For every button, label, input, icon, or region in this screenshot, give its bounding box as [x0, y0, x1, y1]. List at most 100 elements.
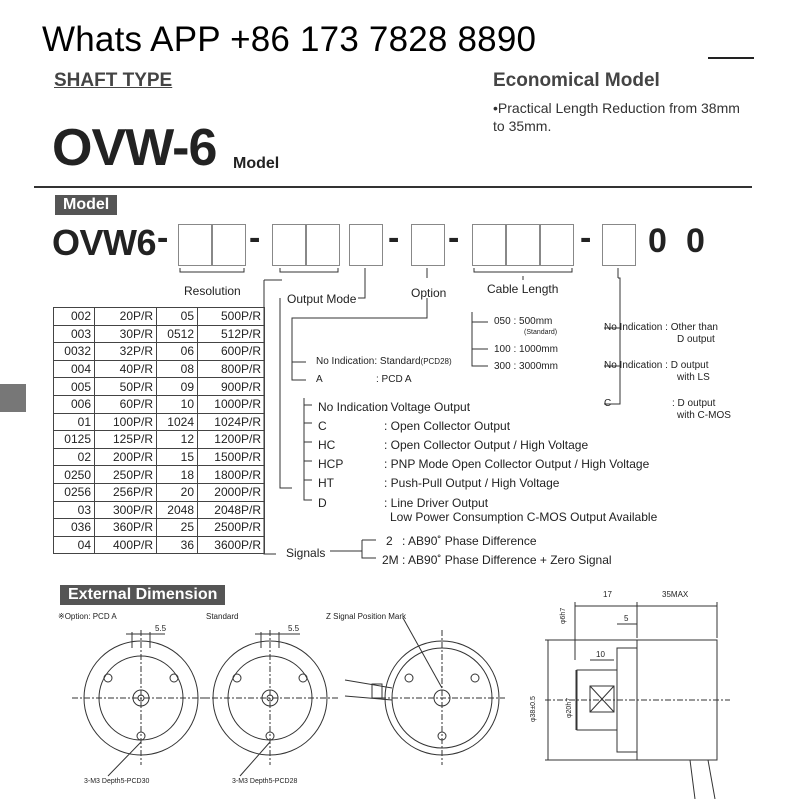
resolution-cell: 003: [53, 324, 95, 344]
rear-view: [344, 617, 505, 765]
cable-item-300: 300 : 3000mm: [494, 361, 558, 372]
resolution-cell: 1200P/R: [197, 430, 265, 449]
resolution-cell: 1000P/R: [197, 394, 265, 414]
resolution-cell: 2048P/R: [197, 500, 265, 520]
resolution-cell: 100P/R: [94, 412, 157, 432]
resolution-cell: 10: [156, 394, 198, 414]
front-view-a: [72, 630, 210, 777]
cable-item-100: 100 : 1000mm: [494, 344, 558, 355]
resolution-cell: 50P/R: [94, 377, 157, 396]
resolution-cell: 200P/R: [94, 447, 157, 467]
resolution-cell: 512P/R: [197, 324, 265, 344]
model-tag: Model: [55, 195, 118, 215]
feature-bullet: •Practical Length Reduction from 38mm to…: [493, 100, 740, 134]
dash-4: -: [448, 219, 460, 257]
side-view: [545, 602, 730, 799]
hole-spec-a: 3-M3 Depth5-PCD30: [84, 778, 150, 785]
cable-item-050: 050 : 500mm: [494, 316, 553, 327]
resolution-box-1: [178, 224, 212, 266]
resolution-cell: 15: [156, 447, 198, 467]
standard-label: Standard: [206, 612, 239, 621]
model-title: OVW-6: [52, 119, 217, 177]
resolution-cell: 03: [53, 500, 95, 520]
signals-label: Signals: [286, 546, 326, 560]
resolution-cell: 09: [156, 377, 198, 396]
model-connector-lines: [179, 268, 621, 559]
resolution-cell: 006: [53, 394, 95, 414]
suffix-zero-1: 0: [648, 222, 667, 260]
resolution-cell: 500P/R: [197, 307, 265, 326]
resolution-cell: 0125: [53, 430, 95, 449]
resolution-cell: 250P/R: [94, 465, 157, 484]
model-suffix: Model: [233, 155, 280, 172]
resolution-cell: 2048: [156, 500, 198, 520]
resolution-cell: 1500P/R: [197, 447, 265, 467]
resolution-cell: 900P/R: [197, 377, 265, 396]
option-item-a: A: PCD A: [316, 374, 412, 385]
cable-box-2: [506, 224, 540, 266]
resolution-cell: 2500P/R: [197, 518, 265, 537]
resolution-cell: 0256: [53, 482, 95, 502]
resolution-cell: 600P/R: [197, 342, 265, 361]
z-signal-label: Z Signal Position Mark: [326, 612, 407, 621]
resolution-cell: 125P/R: [94, 430, 157, 449]
resolution-cell: 0032: [53, 342, 95, 361]
resolution-cell: 1800P/R: [197, 465, 265, 484]
hole-spec-b: 3-M3 Depth5-PCD28: [232, 778, 298, 785]
top-dash: [708, 57, 754, 59]
resolution-cell: 300P/R: [94, 500, 157, 520]
resolution-cell: 2000P/R: [197, 482, 265, 502]
dim-10: 10: [596, 650, 605, 659]
dim-5-5-a: 5.5: [155, 624, 167, 633]
output-item: HT: Push-Pull Output / High Voltage: [318, 476, 560, 490]
output-box-1: [272, 224, 306, 266]
cable-box-3: [540, 224, 574, 266]
signal-box: [349, 224, 383, 266]
resolution-cell: 32P/R: [94, 342, 157, 361]
shaft-type-heading: SHAFT TYPE: [54, 70, 173, 91]
resolution-label: Resolution: [184, 284, 241, 298]
dash-2: -: [249, 219, 261, 257]
resolution-cell: 1024P/R: [197, 412, 265, 432]
resolution-cell: 60P/R: [94, 394, 157, 414]
resolution-cell: 400P/R: [94, 535, 157, 555]
resolution-cell: 08: [156, 359, 198, 379]
resolution-cell: 360P/R: [94, 518, 157, 537]
resolution-cell: 800P/R: [197, 359, 265, 379]
output-item: HC: Open Collector Output / High Voltage: [318, 438, 589, 452]
output-mode-label: Output Mode: [287, 292, 357, 306]
external-dimension-tag: External Dimension: [60, 585, 226, 605]
resolution-cell: 01: [53, 412, 95, 432]
economical-heading: Economical Model: [493, 70, 660, 91]
signal-list: 2: AB90˚ Phase Difference 2M: AB90˚ Phas…: [382, 534, 612, 567]
resolution-cell: 40P/R: [94, 359, 157, 379]
suffix-zero-2: 0: [686, 222, 705, 260]
resolution-cell: 18: [156, 465, 198, 484]
option-box: [411, 224, 445, 266]
resolution-cell: 3600P/R: [197, 535, 265, 555]
dimension-drawings: [72, 602, 730, 799]
resolution-cell: 256P/R: [94, 482, 157, 502]
resolution-cell: 005: [53, 377, 95, 396]
resolution-cell: 002: [53, 307, 95, 326]
output-mode-list: No Indication: Voltage Output C: Open Co…: [318, 398, 657, 524]
front-view-standard: [200, 630, 340, 777]
resolution-cell: 0250: [53, 465, 95, 484]
